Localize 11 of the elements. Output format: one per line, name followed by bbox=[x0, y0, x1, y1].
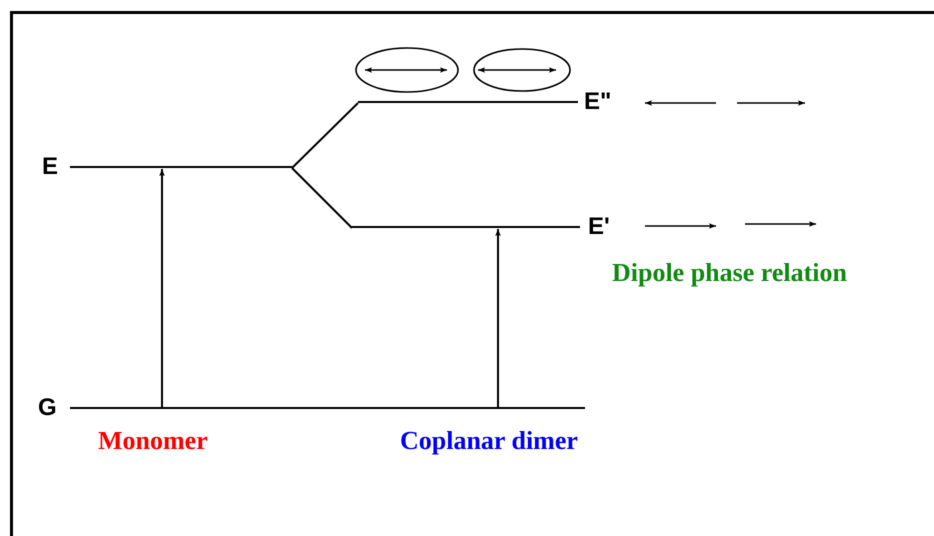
level-label: G bbox=[38, 396, 57, 420]
transition-arrow bbox=[495, 229, 501, 408]
level-label: E" bbox=[584, 90, 612, 114]
series-label: Coplanar dimer bbox=[400, 426, 578, 456]
series-label: Monomer bbox=[98, 426, 208, 456]
level-label: E bbox=[42, 155, 58, 179]
legend-caption: Dipole phase relation bbox=[612, 258, 847, 288]
level-label: E' bbox=[588, 215, 610, 239]
splitting-line bbox=[291, 102, 359, 169]
splitting-line bbox=[291, 167, 353, 229]
transition-arrow bbox=[159, 169, 165, 408]
